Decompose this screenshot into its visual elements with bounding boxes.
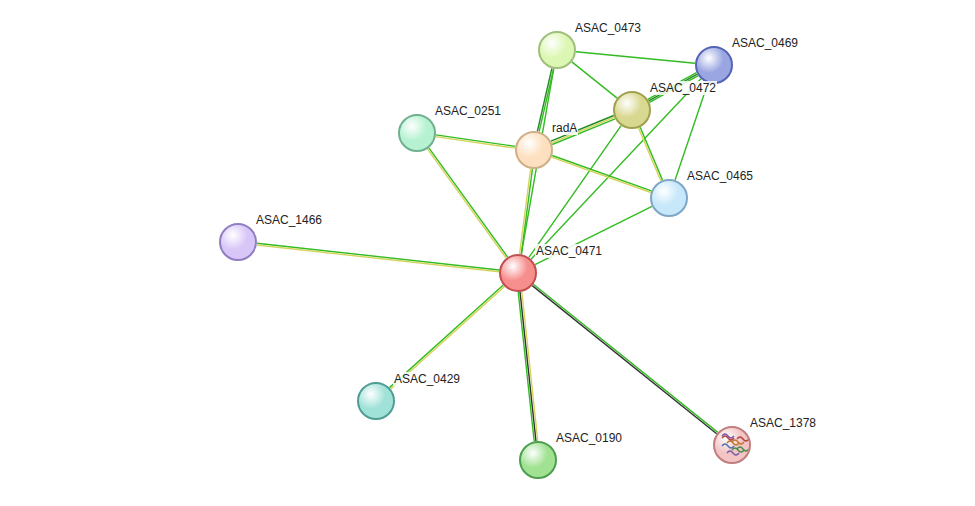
evidence-line (518, 292, 534, 441)
interaction-edge (436, 135, 516, 148)
interaction-edge (532, 284, 718, 434)
node-label: ASAC_0190 (555, 431, 623, 445)
interaction-edge (390, 285, 505, 389)
protein-node (538, 31, 576, 69)
evidence-line (576, 52, 695, 63)
interaction-edge (572, 62, 617, 98)
node-label: radA (551, 121, 578, 135)
evidence-line (533, 284, 717, 432)
node-label: ASAC_0429 (393, 372, 461, 386)
interaction-edge (551, 116, 615, 145)
node-label: ASAC_0465 (686, 169, 754, 183)
protein-node (398, 114, 436, 152)
node-label: ASAC_0471 (535, 244, 603, 258)
evidence-line (427, 149, 506, 258)
interaction-edge (427, 148, 507, 258)
evidence-line (640, 127, 662, 180)
structure-ribbon (722, 436, 734, 440)
evidence-line (675, 83, 708, 180)
node-label: ASAC_0251 (434, 104, 502, 118)
protein-node (519, 441, 557, 479)
protein-node (695, 46, 733, 84)
protein-node (357, 382, 395, 420)
evidence-line (391, 286, 505, 389)
interaction-edge (535, 206, 652, 264)
evidence-line (531, 79, 701, 259)
evidence-line (520, 292, 536, 441)
structure-ribbon (727, 451, 739, 455)
protein-node (713, 426, 751, 464)
evidence-line (521, 169, 532, 254)
evidence-line (532, 286, 716, 434)
interaction-edge (257, 243, 499, 272)
evidence-line (572, 62, 617, 98)
node-label: ASAC_1466 (255, 213, 323, 227)
protein-node (613, 91, 651, 129)
evidence-line (639, 128, 661, 181)
structure-ribbon (722, 444, 734, 448)
evidence-line (552, 117, 615, 143)
evidence-line (429, 148, 508, 257)
evidence-line (552, 156, 651, 191)
evidence-line (390, 285, 504, 388)
node-label: ASAC_0469 (731, 36, 799, 50)
structure-icon (715, 428, 749, 462)
evidence-line (257, 243, 499, 270)
interaction-edge (518, 292, 538, 442)
interaction-edge (552, 156, 652, 193)
evidence-line (551, 116, 614, 142)
protein-node (650, 179, 688, 217)
node-label: ASAC_0473 (574, 21, 642, 35)
evidence-line (436, 135, 515, 147)
interaction-edge (639, 127, 663, 181)
evidence-line (522, 292, 538, 441)
evidence-line (535, 206, 652, 264)
structure-ribbon (737, 447, 749, 451)
interaction-edge (675, 83, 708, 180)
structure-ribbon (732, 440, 744, 444)
protein-node (219, 223, 257, 261)
node-label: ASAC_1378 (749, 416, 817, 430)
protein-node (515, 131, 553, 169)
structure-ribbon (737, 437, 749, 441)
interaction-edge (531, 79, 701, 259)
interaction-edge (576, 52, 695, 63)
evidence-line (520, 169, 531, 254)
node-label: ASAC_0472 (649, 81, 717, 95)
interaction-edge (520, 169, 533, 255)
protein-node (499, 254, 537, 292)
evidence-line (436, 137, 515, 149)
evidence-line (257, 245, 499, 272)
evidence-line (552, 157, 651, 192)
